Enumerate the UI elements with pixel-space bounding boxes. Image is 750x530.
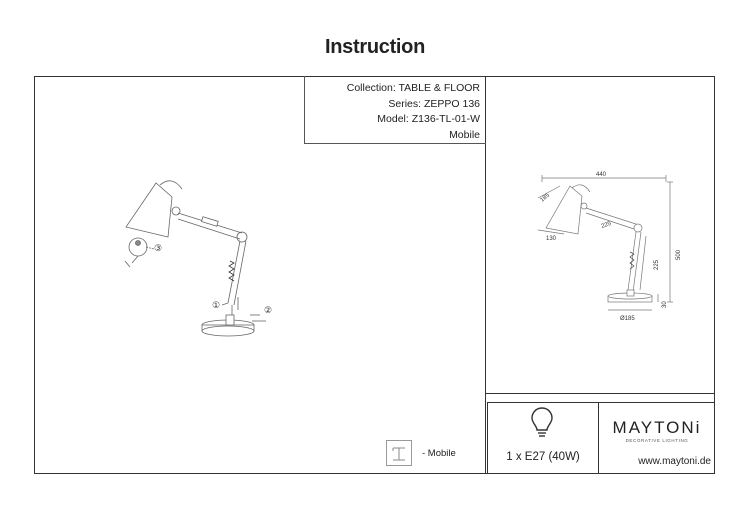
bulb-icon	[531, 407, 553, 437]
bulb-spec: 1 x E27 (40W)	[506, 451, 580, 463]
type-text: Mobile	[449, 128, 480, 141]
bottom-left-border	[487, 402, 488, 474]
product-info-box: Collection: TABLE & FLOOR Series: ZEPPO …	[304, 76, 486, 144]
callout-1: ①	[212, 300, 220, 310]
callout-3: ③	[154, 243, 162, 253]
dimension-drawing: 440 185 130 225 225 500 30 Ø185	[537, 172, 682, 322]
lower-arm	[227, 240, 241, 304]
callout-2: ②	[264, 305, 272, 315]
dim-height: 500	[676, 249, 682, 260]
page-title: Instruction	[324, 36, 426, 58]
lamp-shade	[125, 182, 173, 238]
bottom-vertical-divider	[598, 402, 599, 474]
dim-shade-base: 130	[546, 236, 557, 242]
dim-arm-lower: 225	[654, 259, 660, 270]
dim-base-diameter: Ø185	[620, 316, 635, 322]
shade-joint	[171, 206, 181, 216]
series-text: Series: ZEPPO 136	[388, 97, 480, 110]
mobile-legend-label: - Mobile	[422, 448, 456, 459]
dim-width: 440	[596, 172, 607, 178]
dim-shade: 185	[539, 192, 551, 203]
elbow-joint	[236, 231, 248, 243]
assembly-illustration: ③ ① ②	[124, 180, 272, 337]
brand-logo: MAYTONi	[612, 418, 702, 437]
mobile-lamp-icon	[386, 440, 412, 466]
instruction-frame	[34, 76, 715, 474]
panel-divider	[485, 76, 486, 474]
dim-arm-upper: 225	[601, 221, 613, 230]
brand-tagline: DECORATIVE LIGHTING	[625, 438, 689, 443]
dim-base-height: 30	[662, 301, 668, 308]
model-text: Model: Z136-TL-01-W	[377, 113, 480, 125]
bottom-divider	[487, 402, 715, 403]
collection-text: Collection: TABLE & FLOOR	[346, 82, 480, 94]
bottom-divider-top	[485, 393, 715, 394]
website-link[interactable]: www.maytoni.de	[638, 456, 711, 467]
